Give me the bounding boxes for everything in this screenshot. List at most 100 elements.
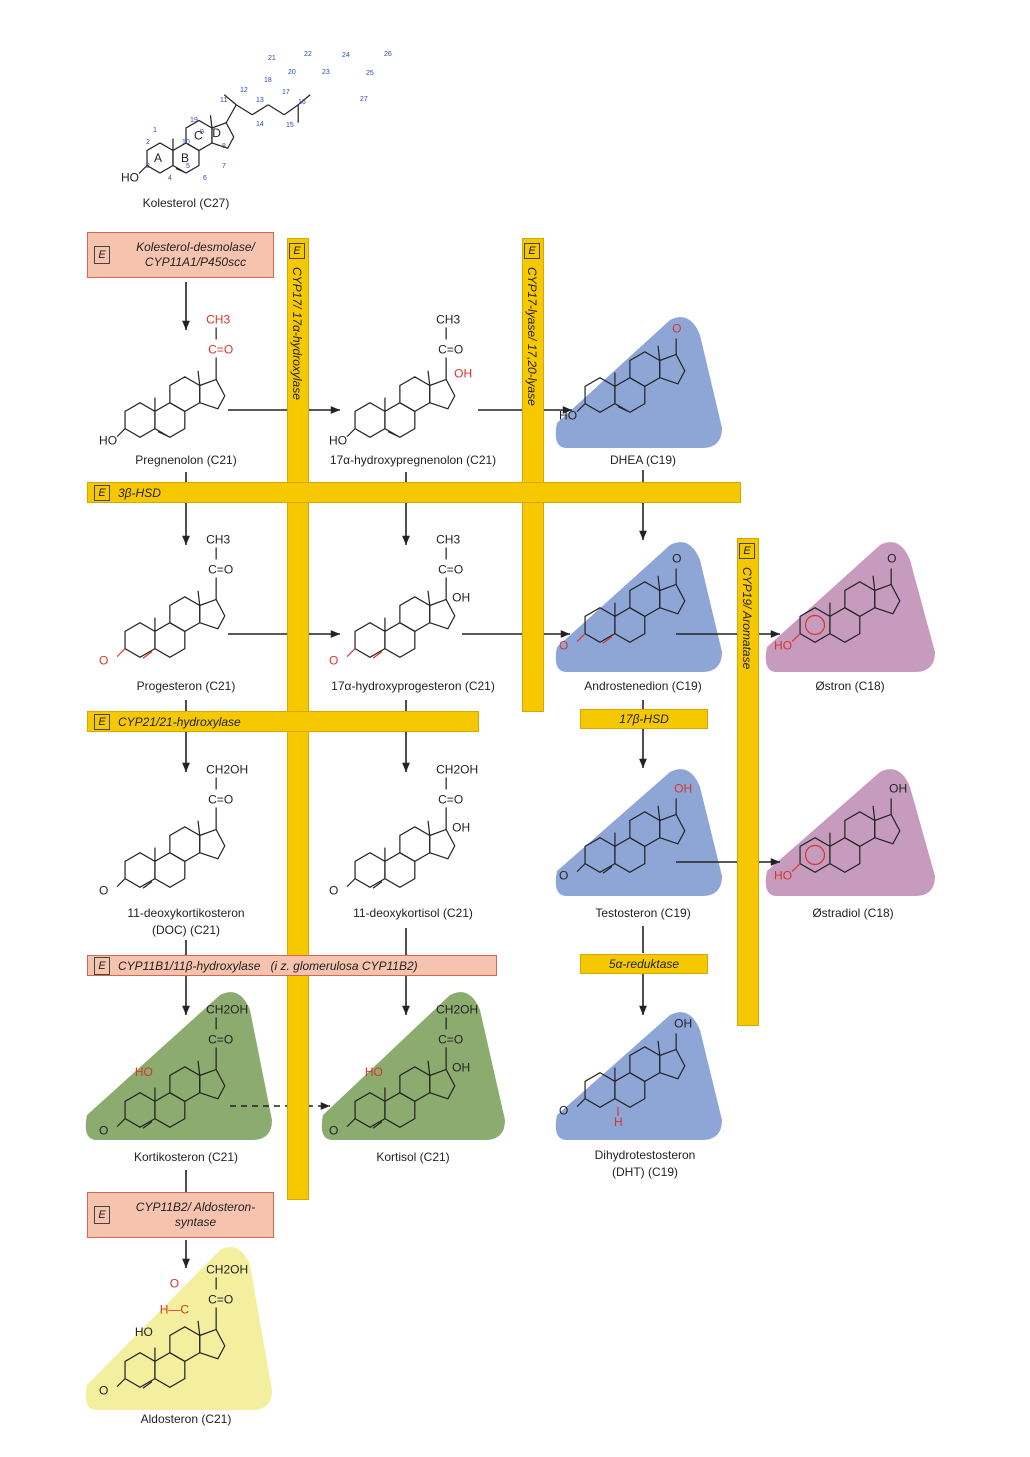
aromatic-ring [804,614,826,636]
chol-side-chain [267,104,285,116]
carbon-number: 17 [282,89,290,96]
label-kortikosteron: Kortikosteron (C21) [133,1150,239,1164]
carbon-number: 26 [384,51,392,58]
c3-bond [576,403,586,413]
c18-aldehyde: H—C [160,1303,190,1317]
carbon-number: 15 [286,122,294,129]
carbon-number: 8 [222,143,226,150]
c5-alpha-h: H [614,1115,623,1129]
carbon-number: 19 [190,117,198,124]
arrow-doc-kortikosteron-head [182,1005,190,1015]
enzyme-marker: E [94,246,110,264]
c3-bond [346,428,356,438]
arrow-prog-doc-head [182,762,190,772]
side-chain-c20: C=O [208,562,233,576]
chol-chain [225,104,237,124]
side-chain-c20: C=O [438,792,463,806]
methyl-18 [427,590,431,606]
ring-b [154,852,186,888]
arrow-kortikosteron-aldo-head [182,1258,190,1268]
label-dhea: DHEA (C19) [609,453,677,467]
ring-d [199,598,226,630]
carbon-number: 22 [304,51,312,58]
side-chain-c21: CH2OH [206,762,248,776]
ring-d [659,353,686,385]
c3-group: O [559,1104,568,1118]
double-bond-4-5 [142,651,153,659]
enzyme-marker: E [524,243,540,259]
ring-d [429,378,456,410]
kortikosteron-background [85,992,272,1140]
label-ostradiol: Østradiol (C18) [812,906,894,920]
c17-keto: O [887,551,896,565]
5a-reductase-box: 5α-reduktase [580,954,708,974]
arrow-17ohprog-andro-head [560,630,570,638]
aromatic-ring [804,844,826,866]
c3-bond [346,1118,356,1128]
label-hydroxyprogesteron: 17α-hydroxyprogesteron (C21) [331,679,495,693]
side-chain-c20: C=O [208,792,233,806]
carbon-number: 25 [366,70,374,77]
ring-c [399,376,431,413]
chol-side-chain [251,104,269,116]
side-chain-c21: CH2OH [206,1002,248,1016]
side-chain-c21: CH2OH [436,1002,478,1016]
label-testosteron: Testosteron (C19) [595,906,691,920]
androstenedion-background [555,542,722,672]
label-pregnenolon: Pregnenolon (C21) [135,453,237,467]
hsd17b-box: 17β-HSD [580,709,708,729]
c3-bond [576,1098,586,1108]
arrow-17oh-dhea-head [562,406,572,414]
c17-oh-red: OH [674,781,692,795]
label-hydroxypregnenolon: 17α-hydroxypregnenolon (C21) [329,453,497,467]
chol-side-chain [235,104,253,116]
enzyme-marker: E [94,713,110,730]
chol-methyl-21 [223,94,237,106]
enzyme-marker: E [289,243,305,259]
carbon-number: 1 [153,127,157,134]
side-chain-c20: C=O [208,1032,233,1046]
label-progesteron: Progesteron (C21) [136,679,236,693]
label-dht-abbr: (DHT) (C19) [612,1165,678,1179]
ring-d [429,828,456,860]
arrow-andro-ostron-head [770,630,780,638]
carbon-number: 12 [240,87,248,94]
ring-d [211,122,235,149]
cyp17-lyase-label: E CYP17-lyase/ 17,20-lyase [524,243,540,406]
arrow-preg-prog-head [182,535,190,545]
label-dht: Dihydrotestosteron [594,1148,696,1162]
double-bond-5-6 [617,406,629,412]
ring-b [154,622,186,658]
arrow-testo-dht-head [639,1005,647,1015]
ring-d [659,583,686,615]
methyl-18 [427,820,431,836]
chol-side-chain [297,94,311,106]
carbon-number: 24 [342,52,350,59]
ring-d [429,598,456,630]
c3-bond [346,878,356,888]
methyl-18 [872,805,876,821]
hsd3b-bar: E 3β-HSD [87,482,741,503]
c3-bond [138,165,148,174]
c3-bond [116,428,126,438]
arrow-dhea-andro-head [639,530,647,540]
double-bond-5-6 [175,167,185,173]
side-chain-c21: CH3 [206,312,230,326]
ring-d [199,1328,226,1360]
methyl-18 [427,1060,431,1076]
ring-d [874,583,901,615]
enzyme-marker: E [94,484,110,501]
c3-bond [116,878,126,888]
c17-oh: OH [674,1016,692,1030]
carbon-number: 5 [186,163,190,170]
methyl-18 [209,115,213,129]
cyp21-bar: E CYP21/21-hydroxylase [87,711,479,732]
c11-oh-red: HO [135,1065,153,1079]
ring-letter-b: B [181,151,189,165]
label-kolesterol: Kolesterol (C27) [142,196,230,210]
carbon-number: 10 [182,139,190,146]
methyl-18 [197,1320,201,1336]
label-kortisol: Kortisol (C21) [376,1150,450,1164]
ring-letter-a: A [154,151,162,165]
